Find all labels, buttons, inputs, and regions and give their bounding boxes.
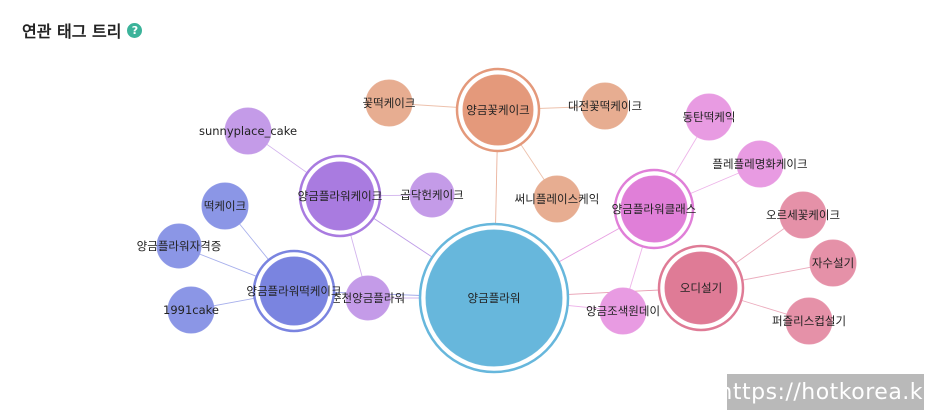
- tag-node-main[interactable]: 양금플라워: [418, 222, 570, 374]
- watermark: https://hotkorea.kr: [718, 374, 929, 410]
- tag-node-sunny[interactable]: 써니플레이스케익: [515, 175, 600, 223]
- tag-node-chuncheon[interactable]: 춘천양금플라워: [331, 275, 405, 321]
- tag-node-circle: [409, 172, 455, 218]
- tag-node-daejeon[interactable]: 대전꽃떡케이크: [568, 82, 642, 130]
- tag-node-jasu[interactable]: 자수설기: [809, 239, 857, 287]
- tag-node-odi[interactable]: 오디설기: [657, 244, 745, 332]
- section-header: 연관 태그 트리 ?: [22, 18, 143, 42]
- tag-node-circle: [425, 229, 563, 367]
- tag-node-circle: [365, 79, 413, 127]
- tag-node-label: 퍼즐리스컵설기: [772, 314, 846, 328]
- tag-node-label: 양금꽃케이크: [466, 103, 529, 117]
- tag-node-cake1991[interactable]: 1991cake: [163, 286, 219, 334]
- tag-node-label: 써니플레이스케익: [515, 192, 600, 206]
- tag-node-label: 양금플라워자격증: [137, 239, 222, 253]
- tag-node-circle: [201, 182, 249, 230]
- tag-node-dongtan[interactable]: 동탄떡케익: [683, 93, 736, 141]
- tag-node-label: 양금플라워: [468, 291, 521, 305]
- section-title: 연관 태그 트리: [22, 22, 122, 41]
- tag-node-circle: [779, 191, 827, 239]
- tag-node-label: 동탄떡케익: [683, 110, 736, 124]
- tag-node-circle: [685, 93, 733, 141]
- tag-node-circle: [533, 175, 581, 223]
- tag-node-circle: [305, 161, 375, 231]
- tag-node-label: 자수설기: [812, 256, 854, 270]
- tag-node-circle: [809, 239, 857, 287]
- tag-node-circle: [599, 287, 647, 335]
- tag-node-ricecake[interactable]: 떡케이크: [201, 182, 249, 230]
- tag-node-flowercake[interactable]: 양금꽃케이크: [455, 67, 541, 153]
- tag-node-circle: [581, 82, 629, 130]
- tag-node-circle: [156, 223, 202, 269]
- tag-node-label: 오디설기: [680, 281, 722, 295]
- tag-node-fleur[interactable]: 플레플레명화케이크: [712, 140, 808, 188]
- tag-node-circle: [462, 74, 534, 146]
- tag-node-label: 양금플라워떡케이크: [246, 284, 341, 298]
- tag-node-flowercake2[interactable]: 양금플라워케이크: [298, 154, 383, 238]
- tag-node-flowerrice[interactable]: 양금플라워떡케이크: [246, 249, 342, 333]
- question-icon[interactable]: ?: [127, 22, 143, 38]
- tag-node-circle: [345, 275, 391, 321]
- tag-node-circle: [620, 175, 688, 243]
- tag-node-label: 떡케이크: [204, 199, 246, 213]
- tag-node-circle: [736, 140, 784, 188]
- tag-node-gopdak[interactable]: 곱닥헌케이크: [400, 172, 464, 218]
- tag-node-circle: [664, 251, 738, 325]
- tag-node-onecolor[interactable]: 양금조색원데이: [586, 287, 660, 335]
- tag-node-circle: [785, 297, 833, 345]
- tag-node-cert[interactable]: 양금플라워자격증: [137, 223, 222, 269]
- tag-node-label: sunnyplace_cake: [199, 124, 297, 138]
- tag-node-orose[interactable]: 오르세꽃케이크: [766, 191, 840, 239]
- tag-node-label: 양금플라워케이크: [298, 189, 383, 203]
- tag-node-flowerricecake[interactable]: 꽃떡케이크: [363, 79, 416, 127]
- tag-node-class[interactable]: 양금플라워클래스: [612, 168, 697, 250]
- tag-node-puzzle[interactable]: 퍼즐리스컵설기: [772, 297, 846, 345]
- tag-node-label: 춘천양금플라워: [331, 291, 405, 305]
- tag-node-circle: [167, 286, 215, 334]
- tag-node-circle: [224, 107, 272, 155]
- tag-node-label: 양금조색원데이: [586, 304, 660, 318]
- tag-node-label: 양금플라워클래스: [612, 202, 697, 216]
- tag-node-label: 곱닥헌케이크: [400, 188, 463, 202]
- tag-node-sunnyplace[interactable]: sunnyplace_cake: [199, 107, 297, 155]
- tag-node-label: 1991cake: [163, 303, 219, 317]
- tag-node-label: 대전꽃떡케이크: [568, 99, 642, 113]
- tag-node-label: 플레플레명화케이크: [712, 157, 807, 171]
- tag-node-label: 꽃떡케이크: [363, 96, 416, 110]
- tag-node-circle: [259, 256, 329, 326]
- tag-node-label: 오르세꽃케이크: [766, 208, 840, 222]
